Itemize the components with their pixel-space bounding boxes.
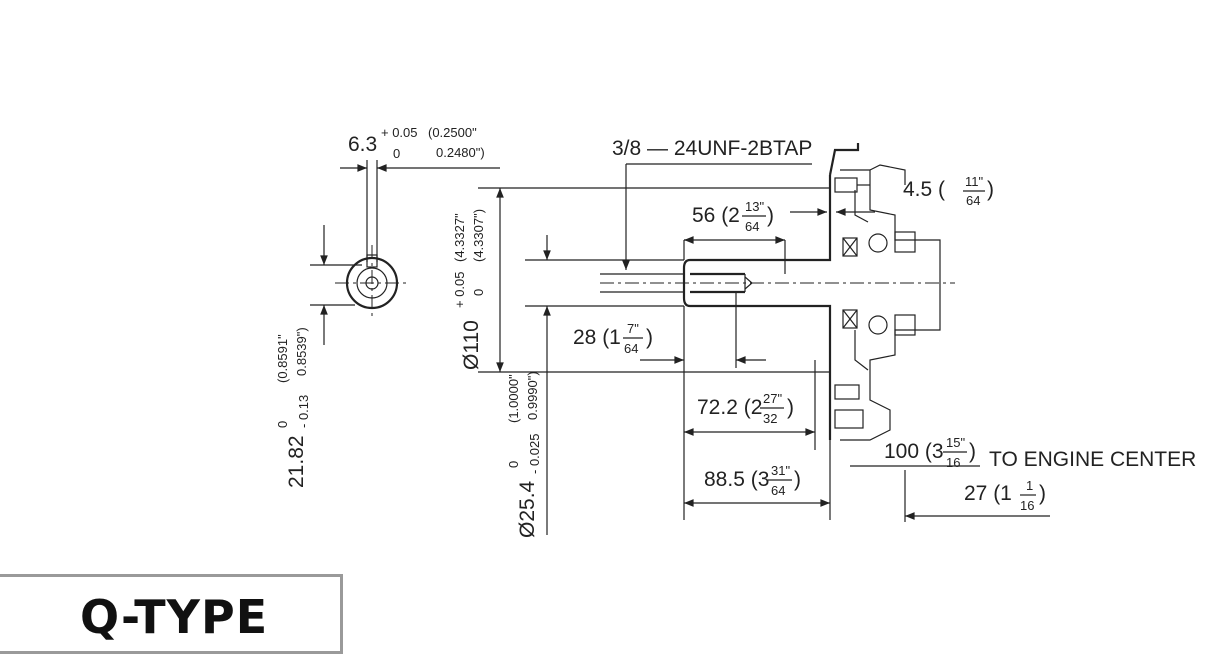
shaft-side-view	[478, 143, 1050, 535]
key-depth-inch-upper: (0.8591"	[275, 334, 290, 383]
tap-spec-label: 3/8 — 24UNF-2BTAP	[612, 137, 812, 160]
dim-56-num: 13"	[745, 199, 764, 214]
type-label: Q-TYPE	[80, 590, 269, 644]
key-depth-upper-tol: 0	[275, 421, 290, 428]
key-width-plus-tol: + 0.05	[381, 125, 418, 140]
key-width-inch-upper: (0.2500"	[428, 125, 477, 140]
dim-27-close: )	[1039, 482, 1046, 505]
key-depth-value: 21.82	[285, 435, 308, 488]
dim-72-den: 32	[763, 411, 777, 426]
dim-25-inch-upper: (1.0000"	[506, 374, 521, 423]
dim-88-num: 31"	[771, 463, 790, 478]
dim-25-label: Ø25.4 0 - 0.025 (1.0000" 0.9990")	[506, 371, 542, 538]
dim-4-5-close: )	[987, 178, 994, 201]
dim-28-num: 7"	[627, 321, 639, 336]
dim-25-value: Ø25.4	[516, 480, 539, 538]
dim-56-den: 64	[745, 219, 759, 234]
dim-100-close: )	[969, 440, 976, 463]
dim-25-inch-lower: 0.9990")	[525, 371, 540, 420]
dim-4-5-den: 64	[966, 193, 980, 208]
dim-25-upper: 0	[506, 461, 521, 468]
dim-88-value: 88.5 (3	[704, 468, 769, 491]
dim-27-den: 16	[1020, 498, 1034, 513]
type-label-box	[0, 574, 343, 654]
dim-56-value: 56 (2	[692, 204, 740, 227]
key-depth-lower-tol: - 0.13	[296, 395, 311, 428]
key-width-value: 6.3	[348, 133, 377, 156]
shaft-end-view	[310, 160, 500, 345]
dim-72-value: 72.2 (2	[697, 396, 762, 419]
dim-27-value: 27 (1	[964, 482, 1012, 505]
dim-110-minus: 0	[471, 289, 486, 296]
dim-110-value: Ø110	[460, 320, 483, 370]
key-width-minus-tol: 0	[393, 146, 400, 161]
dim-4-5-value: 4.5 (	[903, 178, 945, 201]
dim-4-5-num: 11"	[965, 174, 983, 189]
dim-100-num: 15"	[946, 435, 965, 450]
dim-25-lower: - 0.025	[527, 434, 542, 474]
dim-110-label: Ø110 + 0.05 0 (4.3327" (4.3307")	[452, 209, 486, 370]
key-width-inch-lower: 0.2480")	[436, 145, 485, 160]
key-depth-dimension: 21.82 0 - 0.13 (0.8591" 0.8539")	[275, 327, 311, 488]
engine-center-label: TO ENGINE CENTER	[989, 448, 1196, 471]
dim-110-inch-upper: (4.3327"	[452, 213, 467, 262]
dim-72-num: 27"	[763, 391, 782, 406]
dim-100-value: 100 (3	[884, 440, 944, 463]
shaft-dimension-drawing: 6.3 + 0.05 0 (0.2500" 0.2480") 21.82 0 -…	[275, 125, 1196, 538]
dim-88-den: 64	[771, 483, 785, 498]
dim-100-den: 16	[946, 455, 960, 470]
dim-28-value: 28 (1	[573, 326, 621, 349]
dim-110-plus: + 0.05	[452, 271, 467, 308]
dim-28-den: 64	[624, 341, 638, 356]
dim-27-num: 1	[1026, 478, 1033, 493]
dim-28-close: )	[646, 326, 653, 349]
dim-72-close: )	[787, 396, 794, 419]
dim-88-close: )	[794, 468, 801, 491]
dim-56-close: )	[767, 204, 774, 227]
dim-110-inch-lower: (4.3307")	[471, 209, 486, 262]
key-depth-inch-lower: 0.8539")	[294, 327, 309, 376]
